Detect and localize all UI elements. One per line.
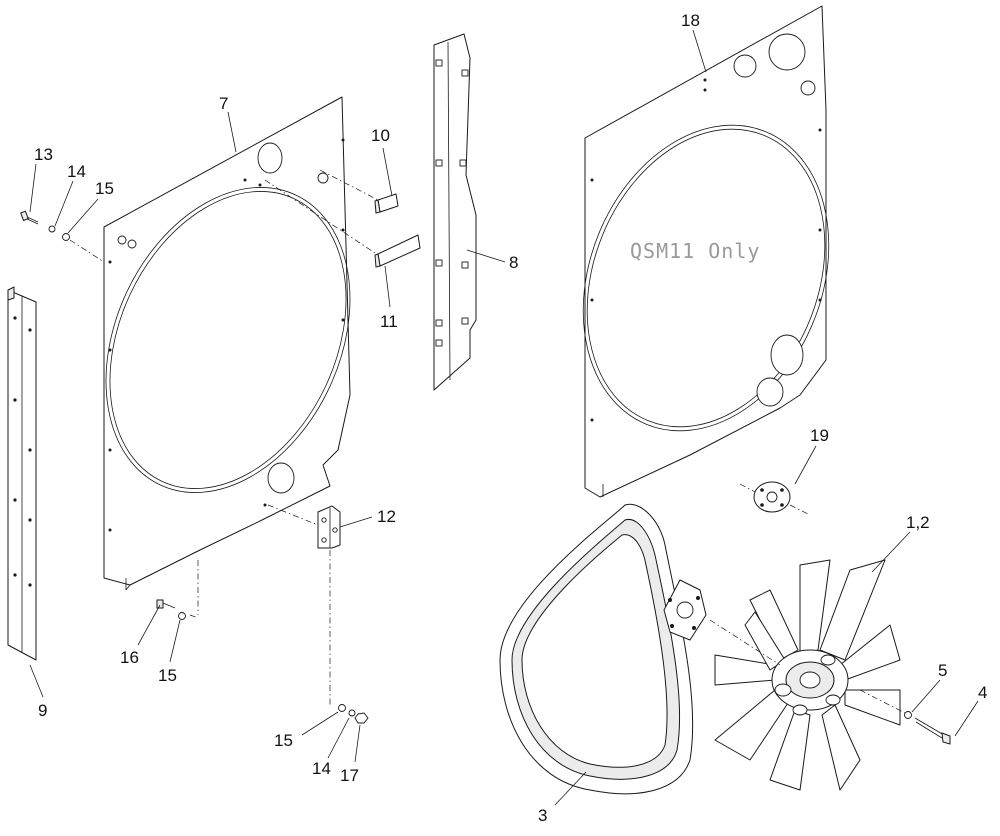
fan-hub-adapter [663, 579, 707, 641]
washer-part-15-lower-left [178, 612, 186, 620]
bracket-part-11 [374, 234, 421, 268]
callout-labels: 7 8 9 10 11 12 13 14 15 16 15 15 14 17 1… [34, 11, 987, 825]
callout-7: 7 [219, 94, 228, 113]
side-channel-part-9 [7, 286, 37, 661]
fan-shroud-panel-part-7 [103, 96, 351, 591]
vertical-bracket-part-8 [433, 33, 477, 391]
callout-14-upper: 14 [67, 162, 86, 181]
callout-16: 16 [120, 648, 139, 667]
callout-18: 18 [681, 11, 700, 30]
shroud-panel-part-18 [582, 5, 830, 498]
washer-part-5 [904, 711, 912, 719]
spacer-part-19 [753, 481, 791, 513]
callout-15-lower-mid: 15 [274, 731, 293, 750]
callout-3: 3 [538, 806, 547, 825]
callout-11: 11 [380, 312, 398, 331]
callout-leaders [29, 29, 979, 806]
callout-14-lower: 14 [312, 759, 331, 778]
callout-15-upper: 15 [95, 179, 114, 198]
washer-part-14-upper [48, 225, 56, 233]
washer-part-15-lower-mid [338, 704, 346, 712]
callout-19: 19 [810, 426, 829, 445]
callout-17: 17 [340, 766, 359, 785]
callout-1-2: 1,2 [906, 513, 930, 532]
fan-part-1-2 [714, 559, 901, 791]
washer-part-15-upper [62, 233, 70, 241]
fan-ring-part-3 [499, 503, 694, 795]
callout-12: 12 [377, 507, 396, 526]
washer-part-14-lower [348, 709, 356, 717]
callout-10: 10 [371, 126, 390, 145]
callout-5: 5 [938, 661, 947, 680]
callout-4: 4 [978, 683, 987, 702]
callout-8: 8 [509, 253, 518, 272]
qsm11-only-note: QSM11 Only [630, 239, 760, 263]
callout-9: 9 [38, 701, 47, 720]
bracket-part-10 [374, 193, 399, 214]
callout-15-lower-left: 15 [158, 666, 177, 685]
bolt-part-13 [20, 210, 39, 225]
bolt-part-4 [914, 717, 951, 745]
nut-part-17 [354, 712, 369, 724]
assembly-center-lines [69, 169, 906, 714]
bracket-part-12 [317, 505, 341, 549]
callout-13: 13 [34, 145, 53, 164]
bolt-part-16 [156, 599, 176, 609]
